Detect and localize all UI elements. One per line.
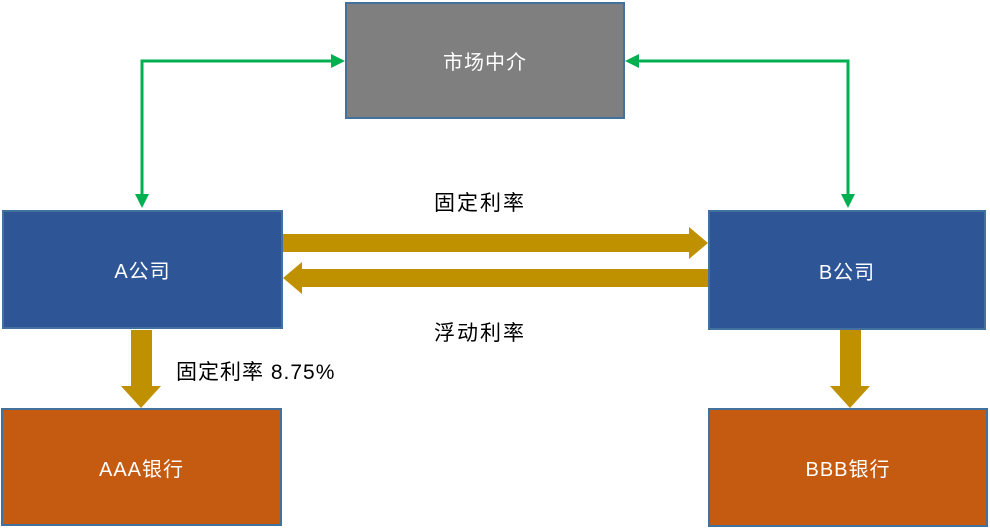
- bank-fixed-rate-label: 固定利率 8.75%: [176, 361, 336, 384]
- fixed-rate-label: 固定利率: [434, 192, 526, 215]
- node-bank-aaa: AAA银行: [1, 408, 282, 526]
- node-market-intermediary-label: 市场中介: [443, 52, 527, 74]
- node-company-b: B公司: [708, 210, 986, 330]
- node-market-intermediary: 市场中介: [345, 2, 625, 119]
- company-b-to-bbb-bank-arrow: [830, 330, 870, 408]
- node-bank-bbb-label: BBB银行: [805, 459, 891, 481]
- node-bank-bbb: BBB银行: [708, 408, 988, 527]
- company-b-market-connector: [625, 54, 855, 208]
- fixed-rate-arrow: [283, 227, 708, 259]
- node-bank-aaa-label: AAA银行: [98, 458, 185, 481]
- company-a-market-connector: [135, 54, 345, 208]
- node-company-a: A公司: [2, 210, 283, 329]
- company-a-to-aaa-bank-arrow: [121, 330, 161, 408]
- node-company-a-label: A公司: [114, 261, 171, 283]
- floating-rate-arrow: [283, 262, 708, 294]
- node-company-b-label: B公司: [818, 261, 876, 284]
- floating-rate-label: 浮动利率: [434, 322, 526, 345]
